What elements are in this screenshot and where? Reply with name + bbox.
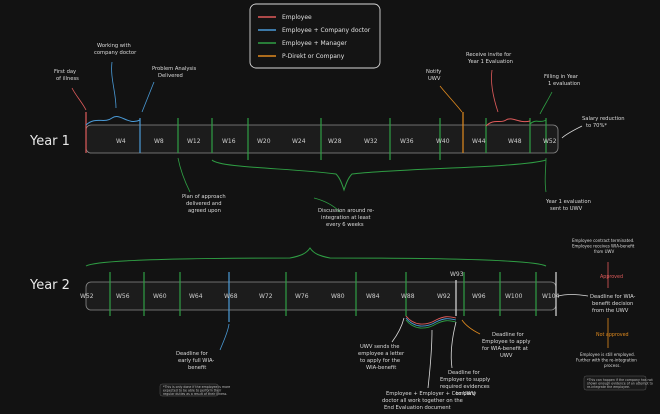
tick-label: W24 — [292, 138, 306, 145]
footnote-left: *This is only done if the employee is mo… — [159, 383, 230, 397]
svg-text:*This can happen if the compan: *This can happen if the company has nots… — [587, 378, 653, 389]
tick-label: W20 — [257, 138, 271, 145]
tick-label: W96 — [472, 293, 486, 300]
not-approved-branch: Not approved — [596, 317, 629, 348]
tick-label: W28 — [328, 138, 342, 145]
tick-label: W48 — [508, 138, 522, 145]
year1-bar — [85, 112, 559, 160]
tick-label: W72 — [259, 293, 273, 300]
svg-text:Employee contract terminated.E: Employee contract terminated.Employee re… — [572, 238, 635, 254]
tick-label: W100 — [505, 293, 523, 300]
year2-bar — [85, 272, 557, 329]
tick-label: W52 — [80, 293, 94, 300]
tick-label: W44 — [472, 138, 486, 145]
note-discussion: Discussion around re-integration at leas… — [318, 208, 374, 228]
tick-label: W104 — [542, 293, 560, 300]
tick-label: W76 — [295, 293, 309, 300]
tick-label: W12 — [187, 138, 201, 145]
tick-label: W4 — [116, 138, 126, 145]
year2-ticks: W52 W56 W60 W64 W68 W72 W76 W80 W84 W88 … — [80, 293, 560, 300]
legend: Employee Employee + Company doctor Emplo… — [249, 3, 381, 69]
approved-branch: Approved — [600, 262, 623, 289]
year1-label: Year 1 — [29, 134, 70, 149]
discussion-brace — [211, 159, 547, 213]
svg-text:*This is only done if the empl: *This is only done if the employee is mo… — [163, 385, 230, 396]
tick-label: W88 — [401, 293, 415, 300]
note-contract-terminated: Employee contract terminated.Employee re… — [572, 238, 635, 254]
legend-company-doctor: Employee + Company doctor — [282, 27, 371, 34]
tick-label: W36 — [400, 138, 414, 145]
svg-text:Discussion around re-integrati: Discussion around re-integration at leas… — [318, 208, 374, 228]
tick-label: W68 — [224, 293, 238, 300]
tick-label: W40 — [436, 138, 450, 145]
year2-brace — [85, 247, 547, 267]
legend-employee: Employee — [282, 14, 312, 21]
year1-ticks: W4 W8 W12 W16 W20 W24 W28 W32 W36 W40 W4… — [116, 138, 557, 145]
note-still-employed: Employee is still employed.Further with … — [576, 352, 637, 368]
tick-label: W16 — [222, 138, 236, 145]
tick-label: W56 — [116, 293, 130, 300]
tick-label: W80 — [331, 293, 345, 300]
tick-label: W92 — [437, 293, 451, 300]
legend-pdirekt: P-Direkt or Company — [282, 53, 345, 60]
svg-text:Employee is still employed.Fur: Employee is still employed.Further with … — [576, 352, 637, 368]
year2-label: Year 2 — [29, 278, 70, 293]
not-approved-label: Not approved — [596, 332, 629, 338]
tick-label: W8 — [154, 138, 164, 145]
legend-manager: Employee + Manager — [282, 40, 347, 47]
tick-label: W52 — [543, 138, 557, 145]
tick-label: W64 — [189, 293, 203, 300]
tick-label: W60 — [153, 293, 167, 300]
tick-label: W84 — [366, 293, 380, 300]
tick-label: W32 — [364, 138, 378, 145]
tick-w93: W93 — [450, 271, 464, 278]
approved-label: Approved — [600, 274, 623, 280]
